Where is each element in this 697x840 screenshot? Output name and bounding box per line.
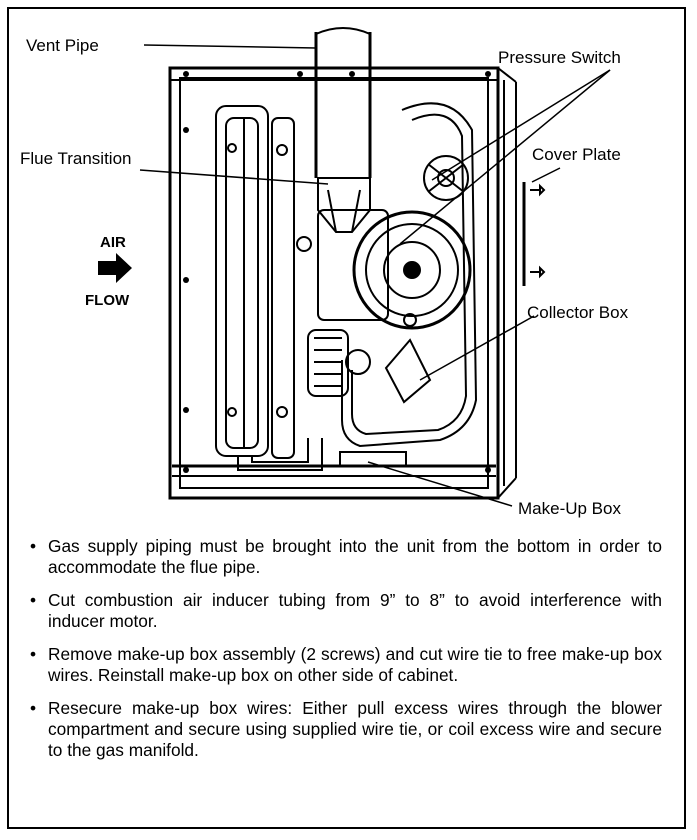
label-flue-transition: Flue Transition [20,149,132,168]
label-flow: FLOW [85,292,130,309]
label-collector-box: Collector Box [527,303,629,322]
vent-pipe [314,27,372,178]
inducer-motor [307,329,371,397]
note-item: Gas supply piping must be brought into t… [30,536,662,578]
note-item: Cut combustion air inducer tubing from 9… [30,590,662,632]
pressure-switch-part [423,155,469,201]
bottom-piping [237,438,407,471]
label-air: AIR [100,234,126,251]
label-make-up-box: Make-Up Box [518,499,621,518]
instruction-notes: Gas supply piping must be brought into t… [30,536,662,773]
leader-lines [139,44,611,507]
cabinet-outer [168,66,500,500]
cover-plate [522,182,546,286]
label-cover-plate: Cover Plate [532,145,621,164]
collector-box-part [341,102,478,448]
label-vent-pipe: Vent Pipe [26,36,99,55]
heat-exchanger [215,105,295,459]
note-item: Remove make-up box assembly (2 screws) a… [30,644,662,686]
flue-transition [317,177,371,233]
air-flow-arrow [98,253,132,283]
cabinet-inner [179,77,489,489]
note-item: Resecure make-up box wires: Either pull … [30,698,662,761]
label-pressure-switch: Pressure Switch [498,48,621,67]
cabinet-screws [183,71,491,473]
page-border [7,7,686,829]
inducer-housing [296,209,472,330]
furnace-diagram: Vent Pipe Pressure Switch Flue Transitio… [20,27,629,518]
